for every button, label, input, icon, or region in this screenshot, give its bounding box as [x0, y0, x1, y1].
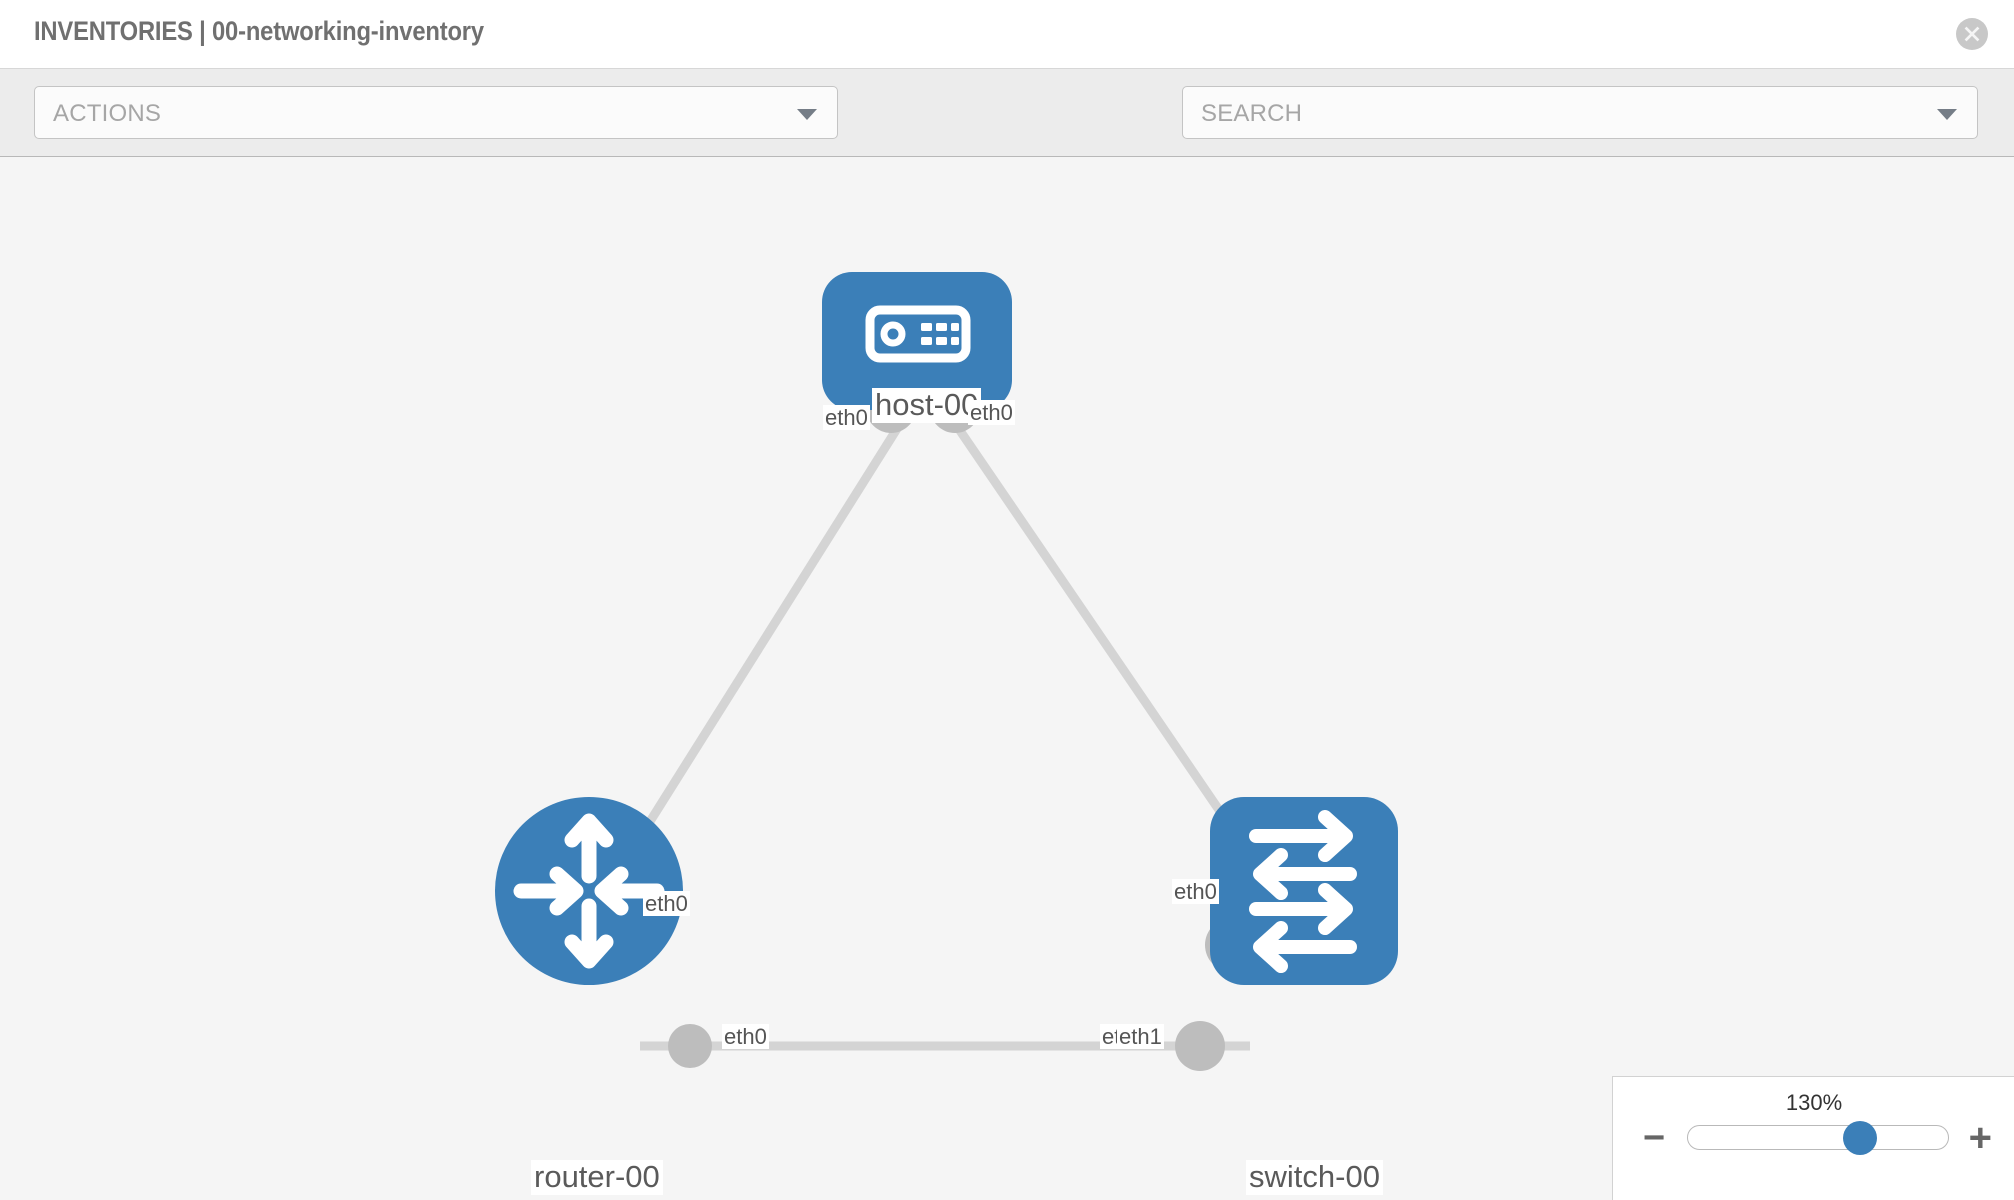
close-button[interactable] — [1956, 18, 1988, 50]
port-label-router-up: eth0 — [643, 891, 690, 917]
search-chevron-down-icon — [1937, 109, 1957, 120]
link-host-router[interactable] — [623, 413, 909, 861]
zoom-slider-thumb[interactable] — [1843, 1121, 1877, 1155]
switch-icon — [1249, 810, 1357, 973]
host-icon — [865, 305, 971, 363]
port-nub-router-right[interactable] — [668, 1024, 712, 1068]
node-label-switch-00: switch-00 — [1246, 1160, 1383, 1195]
port-label-host-left: eth0 — [823, 405, 870, 431]
search-placeholder: SEARCH — [1201, 100, 1303, 127]
toolbar: ACTIONS SEARCH — [0, 69, 2014, 200]
node-router-00[interactable] — [495, 797, 683, 985]
actions-dropdown[interactable]: ACTIONS — [34, 86, 838, 139]
node-host-00[interactable] — [822, 272, 1012, 410]
port-label-switch-left: eth1 — [1117, 1024, 1164, 1050]
link-host-switch[interactable] — [946, 413, 1249, 851]
page-header: INVENTORIES | 00-networking-inventory — [0, 0, 2014, 69]
port-nub-switch-left[interactable] — [1175, 1021, 1225, 1071]
zoom-out-button[interactable]: − — [1643, 1117, 1666, 1159]
port-label-switch-up: eth0 — [1172, 879, 1219, 905]
close-icon — [1964, 26, 1980, 42]
port-label-router-right: eth0 — [722, 1024, 769, 1050]
node-switch-00[interactable] — [1210, 797, 1398, 985]
actions-dropdown-label: ACTIONS — [53, 100, 162, 127]
node-label-host-00: host-00 — [872, 388, 982, 423]
zoom-level-value: 130% — [1785, 1090, 1843, 1115]
topology-graph — [495, 272, 1398, 1071]
zoom-control-panel: 130% − + — [1612, 1076, 2014, 1200]
port-label-host-right: eth0 — [968, 400, 1015, 426]
node-label-router-00: router-00 — [531, 1160, 663, 1195]
zoom-in-button[interactable]: + — [1968, 1116, 1992, 1160]
page-title: INVENTORIES | 00-networking-inventory — [34, 16, 484, 46]
topology-canvas[interactable]: host-00 router-00 switch-00 eth0 eth0 et… — [0, 158, 2014, 1200]
chevron-down-icon — [797, 109, 817, 120]
zoom-slider-track[interactable] — [1687, 1121, 1949, 1155]
search-input[interactable]: SEARCH — [1182, 86, 1978, 139]
